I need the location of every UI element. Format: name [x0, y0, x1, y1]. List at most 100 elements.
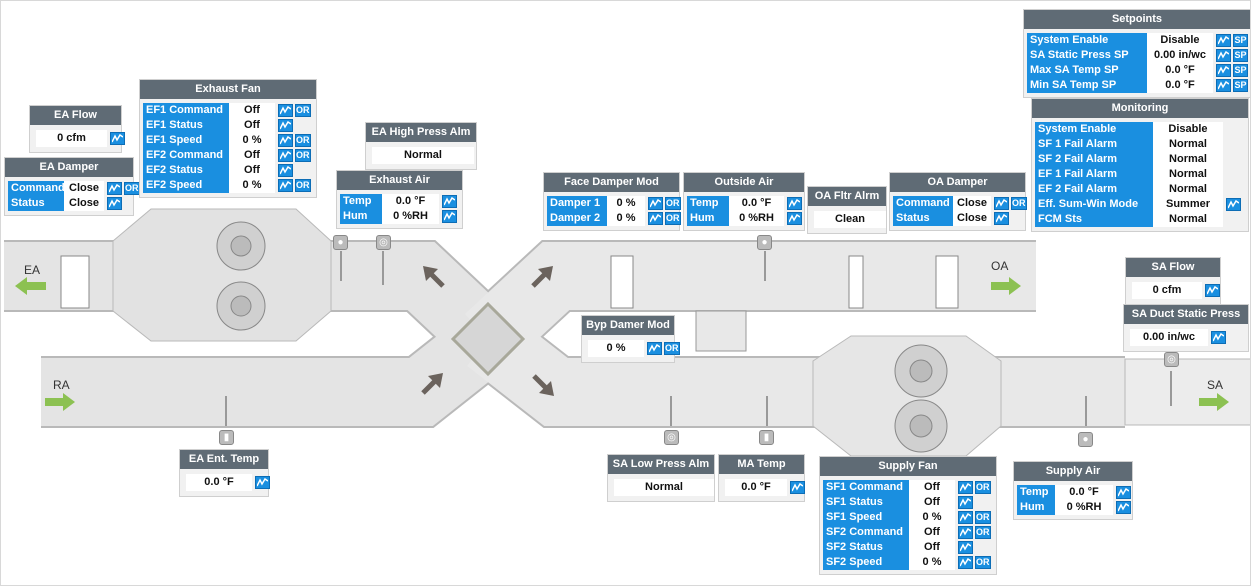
panel-title: Monitoring: [1032, 99, 1248, 118]
row-label: FCM Sts: [1038, 213, 1082, 225]
trend-button[interactable]: [958, 541, 973, 554]
row-buttons: [1223, 212, 1241, 227]
temperature-sensor-icon[interactable]: ▮: [759, 430, 774, 445]
pressure-sensor-icon[interactable]: ◎: [1164, 352, 1179, 367]
override-button[interactable]: OR: [664, 342, 680, 355]
trend-button[interactable]: [1116, 486, 1131, 499]
row-value: Off: [924, 481, 940, 493]
row-label: SF 2 Fail Alarm: [1038, 153, 1118, 165]
override-button[interactable]: OR: [975, 481, 991, 494]
override-button[interactable]: OR: [975, 556, 991, 569]
setpoint-button[interactable]: SP: [1233, 49, 1248, 62]
trend-button[interactable]: [278, 119, 293, 132]
trend-button[interactable]: [442, 195, 457, 208]
trend-button[interactable]: [255, 476, 270, 489]
button-group: [714, 480, 717, 495]
override-button[interactable]: OR: [295, 134, 311, 147]
trend-button[interactable]: [648, 197, 663, 210]
row-label: EF1 Speed: [146, 134, 203, 146]
trend-button[interactable]: [442, 210, 457, 223]
sa-label: SA: [1207, 378, 1224, 392]
trend-button[interactable]: [1211, 331, 1226, 344]
button-column: [1113, 485, 1131, 515]
trend-button[interactable]: [278, 179, 293, 192]
trend-button[interactable]: [278, 104, 293, 117]
trend-button[interactable]: [1216, 34, 1231, 47]
humidity-sensor-icon[interactable]: ●: [757, 235, 772, 250]
trend-button[interactable]: [1216, 49, 1231, 62]
trend-button[interactable]: [110, 132, 125, 145]
trend-icon: [280, 166, 291, 175]
row-value: 0 %: [242, 179, 262, 191]
trend-button[interactable]: [1205, 284, 1220, 297]
trend-button[interactable]: [787, 212, 802, 225]
humidity-sensor-icon[interactable]: ●: [1078, 432, 1093, 447]
override-button[interactable]: OR: [1011, 197, 1027, 210]
row-value: 0.0 °F: [1165, 79, 1195, 91]
row-value: 0 %: [242, 134, 262, 146]
trend-button[interactable]: [1226, 198, 1241, 211]
override-button[interactable]: OR: [665, 197, 681, 210]
row-value: Normal: [1169, 183, 1207, 195]
pressure-sensor-icon[interactable]: ◎: [376, 235, 391, 250]
override-button[interactable]: OR: [975, 511, 991, 524]
override-button[interactable]: OR: [295, 149, 311, 162]
humidity-sensor-icon[interactable]: ●: [333, 235, 348, 250]
trend-button[interactable]: [994, 197, 1009, 210]
row-value: Off: [924, 541, 940, 553]
temperature-sensor-icon[interactable]: ▮: [219, 430, 234, 445]
panel-title: EA Flow: [30, 106, 121, 125]
override-button[interactable]: OR: [295, 104, 311, 117]
ra-label: RA: [53, 378, 70, 392]
setpoint-button[interactable]: SP: [1233, 64, 1248, 77]
row-value: Normal: [1169, 213, 1207, 225]
trend-icon: [109, 199, 120, 208]
trend-button[interactable]: [958, 481, 973, 494]
trend-button[interactable]: [787, 197, 802, 210]
trend-button[interactable]: [107, 197, 122, 210]
trend-button[interactable]: [1116, 501, 1131, 514]
trend-button[interactable]: [107, 182, 122, 195]
trend-button[interactable]: [648, 212, 663, 225]
override-button[interactable]: OR: [295, 179, 311, 192]
panel-body: 0 cfm: [1126, 277, 1220, 304]
override-button[interactable]: OR: [975, 526, 991, 539]
override-button[interactable]: OR: [665, 212, 681, 225]
trend-button[interactable]: [958, 511, 973, 524]
trend-button[interactable]: [958, 496, 973, 509]
setpoint-button[interactable]: SP: [1233, 34, 1248, 47]
trend-icon: [280, 106, 291, 115]
trend-button[interactable]: [647, 342, 662, 355]
pressure-sensor-icon[interactable]: ◎: [664, 430, 679, 445]
setpoint-button[interactable]: SP: [1233, 79, 1248, 92]
trend-button[interactable]: [790, 481, 805, 494]
trend-icon: [1118, 488, 1129, 497]
trend-button[interactable]: [994, 212, 1009, 225]
trend-icon: [1218, 36, 1229, 45]
trend-button[interactable]: [1216, 64, 1231, 77]
oa-label: OA: [991, 259, 1009, 273]
flow-arrow-icon: [15, 277, 1229, 411]
trend-icon: [280, 121, 291, 130]
trend-button[interactable]: [958, 526, 973, 539]
trend-button[interactable]: [1216, 79, 1231, 92]
trend-button[interactable]: [958, 556, 973, 569]
trend-button[interactable]: [278, 164, 293, 177]
trend-button[interactable]: [278, 149, 293, 162]
trend-icon: [789, 199, 800, 208]
trend-icon: [792, 483, 803, 492]
button-column: SP SP SP SP: [1213, 33, 1248, 93]
override-button[interactable]: OR: [124, 182, 140, 195]
trend-button[interactable]: [278, 134, 293, 147]
